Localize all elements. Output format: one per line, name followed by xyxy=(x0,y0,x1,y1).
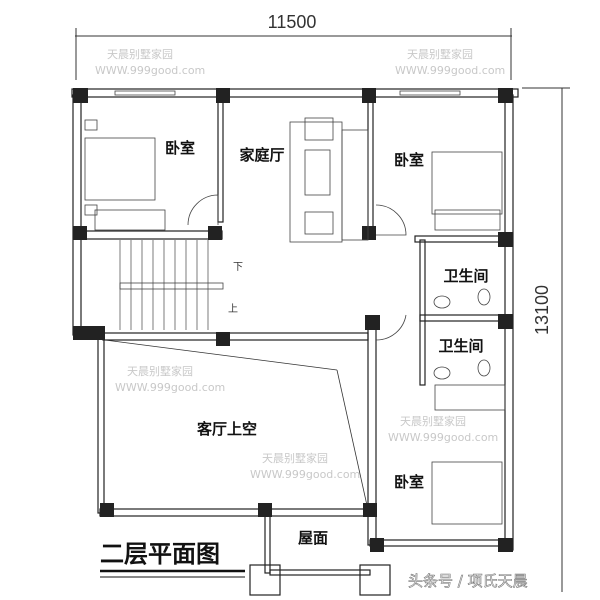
watermark: 天晨别墅家园 WWW.999good.com xyxy=(250,451,360,481)
room-label-bedroom-bottom-right: 卧室 xyxy=(394,473,424,491)
watermark: 天晨别墅家园 WWW.999good.com xyxy=(115,364,225,394)
room-label-bedroom-top-right: 卧室 xyxy=(394,151,424,169)
columns xyxy=(73,88,513,552)
watermark-line1: 天晨别墅家园 xyxy=(127,364,193,378)
dimension-height: 13100 xyxy=(522,87,570,592)
credit-watermark: 头条号 / 项氏天晨 xyxy=(408,572,528,590)
width-dimension-text: 11500 xyxy=(268,12,317,32)
watermark-line1: 天晨别墅家园 xyxy=(107,47,173,61)
watermark: 天晨别墅家园 WWW.999good.com xyxy=(395,47,505,77)
watermark-line1: 天晨别墅家园 xyxy=(262,451,328,465)
watermark-line2: WWW.999good.com xyxy=(115,381,225,394)
furniture xyxy=(84,117,503,596)
room-label-family-hall: 家庭厅 xyxy=(239,146,284,164)
room-label-living-void: 客厅上空 xyxy=(196,420,257,438)
height-dimension-text: 13100 xyxy=(532,285,552,335)
room-label-roof: 屋面 xyxy=(298,529,328,547)
watermark-line2: WWW.999good.com xyxy=(395,64,505,77)
stair-up-label: 上 xyxy=(228,303,238,315)
watermarks: 天晨别墅家园 WWW.999good.com 天晨别墅家园 WWW.999good.c… xyxy=(95,47,505,481)
dimension-width: 11500 xyxy=(75,12,512,80)
drawing-title: 二层平面图 xyxy=(100,540,220,568)
room-label-bathroom-1: 卫生间 xyxy=(443,267,488,285)
walls xyxy=(71,88,519,576)
watermark-line2: WWW.999good.com xyxy=(95,64,205,77)
watermark: 天晨别墅家园 WWW.999good.com xyxy=(388,414,498,444)
watermark-line2: WWW.999good.com xyxy=(250,468,360,481)
stair-down-label: 下 xyxy=(233,262,243,273)
watermark-line1: 天晨别墅家园 xyxy=(407,47,473,61)
room-label-bathroom-2: 卫生间 xyxy=(438,337,483,355)
watermark: 天晨别墅家园 WWW.999good.com xyxy=(95,47,205,77)
watermark-line2: WWW.999good.com xyxy=(388,431,498,444)
room-label-bedroom-top-left: 卧室 xyxy=(165,139,195,157)
watermark-line1: 天晨别墅家园 xyxy=(400,414,466,428)
